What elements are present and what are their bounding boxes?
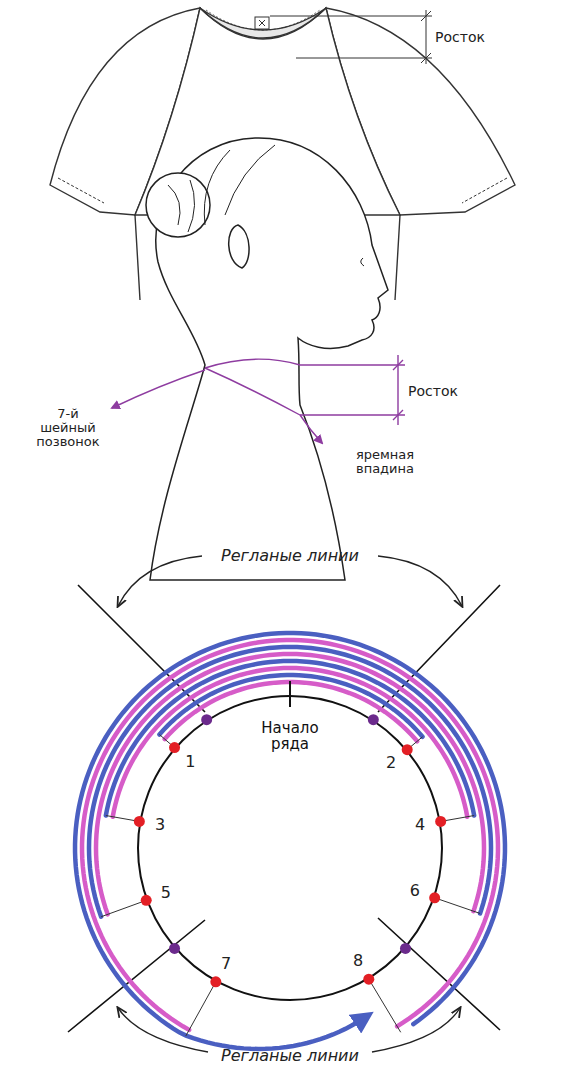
marker-dot <box>429 892 440 903</box>
row-arc <box>82 640 498 1030</box>
marker-dot <box>134 816 145 827</box>
tick-line <box>101 900 146 916</box>
row-spiral <box>75 633 505 1049</box>
marker-dot <box>363 974 374 985</box>
raglan-lines <box>68 585 500 1032</box>
marker-dot <box>141 895 152 906</box>
callout-number: 8 <box>353 952 363 970</box>
callout-number: 7 <box>221 955 231 973</box>
callout-number: 5 <box>161 884 171 902</box>
dimension-label: Росток <box>435 30 485 45</box>
tick-line <box>369 979 401 1032</box>
callout-number: 2 <box>386 754 396 772</box>
tick-line <box>186 982 216 1036</box>
marker-dot <box>169 742 180 753</box>
dimension-lines <box>270 10 432 64</box>
raglan-label: Регланые линии <box>221 1047 359 1065</box>
row-arc <box>75 633 505 1049</box>
raglan-label: Регланые линии <box>221 547 359 565</box>
landmark-label: яремная впадина <box>342 448 428 477</box>
raglan-dot <box>368 714 379 725</box>
head-profile <box>146 138 388 580</box>
callout-number: 4 <box>415 816 425 834</box>
tick-line <box>435 898 480 914</box>
raglan-dot <box>201 714 212 725</box>
neck-measure <box>112 355 405 443</box>
callout-number: 3 <box>155 816 165 834</box>
marker-dot <box>435 816 446 827</box>
callout-number: 6 <box>410 882 420 900</box>
landmark-label: 7-й шейный позвонок <box>32 407 104 450</box>
neckline-circle: Начало ряда <box>137 695 443 1001</box>
dimension-label: Росток <box>408 384 458 399</box>
marker-dot <box>402 744 413 755</box>
raglan-dot <box>169 943 180 954</box>
raglan-dot <box>400 943 411 954</box>
marker-dot <box>210 976 221 987</box>
start-label: Начало ряда <box>255 721 325 753</box>
callout-number: 1 <box>185 753 195 771</box>
bracket-arrows <box>118 556 462 1052</box>
